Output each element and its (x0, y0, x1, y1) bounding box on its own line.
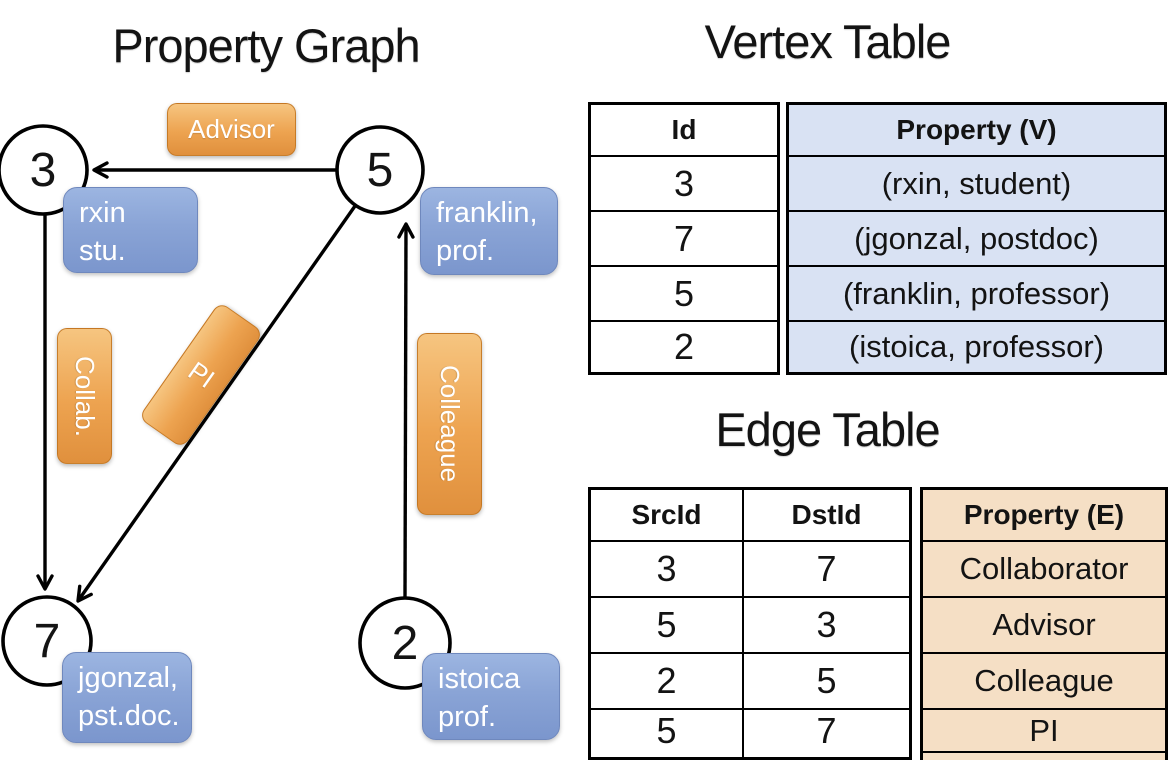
vertex-label-5-line1: franklin, (436, 197, 538, 229)
vertex-table-id-column: Id 3 7 5 2 (588, 102, 780, 375)
node-circle-5 (335, 125, 425, 215)
edge-row-2-property: Colleague (923, 652, 1165, 708)
vertex-label-7: jgonzal, pst.doc. (62, 652, 192, 743)
edge-row-0-property: Collaborator (923, 540, 1165, 596)
vertex-label-3-line1: rxin (79, 197, 126, 229)
vertex-table: Id 3 7 5 2 Property (V) (rxin, student) … (588, 102, 1167, 375)
edge-table-clipped-row (923, 751, 1165, 760)
edge-row-3-property: PI (923, 708, 1165, 751)
edge-col-header-srcid: SrcId (631, 499, 702, 530)
vertex-row-0-property: (rxin, student) (789, 155, 1164, 210)
edge-5-to-7-pi (76, 205, 357, 603)
vertex-row-3-property: (istoica, professor) (789, 320, 1164, 372)
node-id-5: 5 (366, 143, 394, 197)
edge-table-property-column: Property (E) Collaborator Advisor Collea… (920, 487, 1168, 760)
vertex-row-2-property: (franklin, professor) (789, 265, 1164, 320)
vertex-row-3-id: 2 (591, 320, 777, 372)
edge-row-1-dst: 3 (744, 596, 909, 652)
edge-row-0-src: 3 (591, 540, 742, 596)
node-id-7: 7 (33, 614, 61, 668)
edge-table-title: Edge Table (715, 403, 940, 456)
vertex-label-2: istoica prof. (422, 653, 560, 740)
edge-row-3-dst: 7 (744, 708, 909, 752)
edge-label-advisor: Advisor (167, 103, 296, 156)
vertex-row-0-id: 3 (591, 155, 777, 210)
edge-table-srcid-column: SrcId 3 5 2 5 (591, 490, 742, 757)
node-id-3: 3 (29, 143, 57, 197)
edge-col-header-property: Property (E) (963, 499, 1125, 530)
edge-table-column-gap (912, 487, 920, 760)
edge-label-colleague: Colleague (417, 333, 482, 515)
edge-row-3-src: 5 (591, 708, 742, 752)
vertex-table-title: Vertex Table (704, 15, 952, 68)
edge-table-dstid-column: DstId 7 3 5 7 (742, 490, 909, 757)
edge-table: SrcId 3 5 2 5 DstId 7 3 5 7 Property (E)… (588, 487, 1168, 760)
vertex-row-1-property: (jgonzal, postdoc) (789, 210, 1164, 265)
edge-row-1-property: Advisor (923, 596, 1165, 652)
vertex-row-1-id: 7 (591, 210, 777, 265)
property-graph-title: Property Graph (112, 19, 420, 72)
edge-label-pi-text: PI (182, 355, 220, 394)
vertex-row-2-id: 5 (591, 265, 777, 320)
vertex-label-7-line1: jgonzal, (78, 662, 178, 694)
vertex-col-header-property: Property (V) (896, 114, 1057, 145)
edge-2-to-5-colleague (397, 222, 415, 598)
vertex-col-header-id: Id (671, 114, 697, 145)
node-id-2: 2 (391, 616, 419, 670)
edge-row-1-src: 5 (591, 596, 742, 652)
vertex-label-3-line2: stu. (79, 235, 126, 267)
vertex-label-7-line2: pst.doc. (78, 700, 180, 732)
edge-table-id-columns: SrcId 3 5 2 5 DstId 7 3 5 7 (588, 487, 912, 760)
edge-row-2-src: 2 (591, 652, 742, 708)
vertex-label-3: rxin stu. (63, 187, 198, 273)
vertex-label-5: franklin, prof. (420, 187, 558, 275)
vertex-label-2-line1: istoica (438, 663, 521, 695)
edge-row-0-dst: 7 (744, 540, 909, 596)
property-graph-diagram (0, 124, 452, 690)
vertex-label-2-line2: prof. (438, 701, 497, 733)
vertex-label-5-line2: prof. (436, 235, 495, 267)
vertex-table-property-column: Property (V) (rxin, student) (jgonzal, p… (786, 102, 1167, 375)
edge-row-2-dst: 5 (744, 652, 909, 708)
edge-col-header-dstid: DstId (791, 499, 862, 530)
edge-label-collaborator: Collab. (57, 328, 112, 464)
